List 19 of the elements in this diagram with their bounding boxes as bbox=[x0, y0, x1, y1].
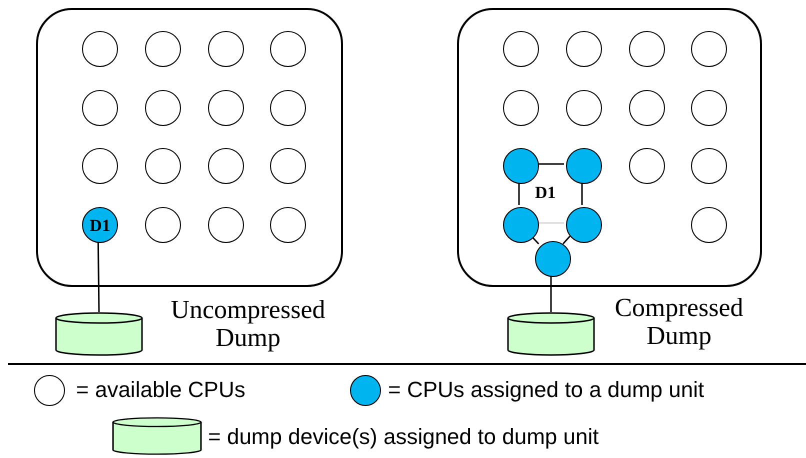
dump-type-label: Uncompressed Dump bbox=[170, 296, 326, 352]
connector-line bbox=[537, 222, 564, 224]
dump-device-cylinder bbox=[55, 312, 143, 356]
dump-device-cylinder bbox=[507, 312, 595, 356]
connector-line bbox=[97, 240, 100, 312]
legend-text: = available CPUs bbox=[76, 379, 246, 401]
connector-line bbox=[581, 182, 583, 205]
connector-line bbox=[537, 163, 564, 165]
legend-text: = dump device(s) assigned to dump unit bbox=[208, 426, 599, 448]
legend-text: = CPUs assigned to a dump unit bbox=[388, 379, 704, 401]
connector-line bbox=[550, 275, 552, 312]
connector-line bbox=[562, 236, 570, 244]
board-frame bbox=[36, 8, 343, 287]
cpu-label: D1 bbox=[90, 216, 110, 234]
connector-line bbox=[530, 236, 540, 244]
connector-line bbox=[518, 182, 520, 205]
dump-type-label: Compressed Dump bbox=[614, 294, 744, 350]
dump-unit-label: D1 bbox=[535, 184, 556, 201]
board-frame bbox=[457, 8, 762, 287]
